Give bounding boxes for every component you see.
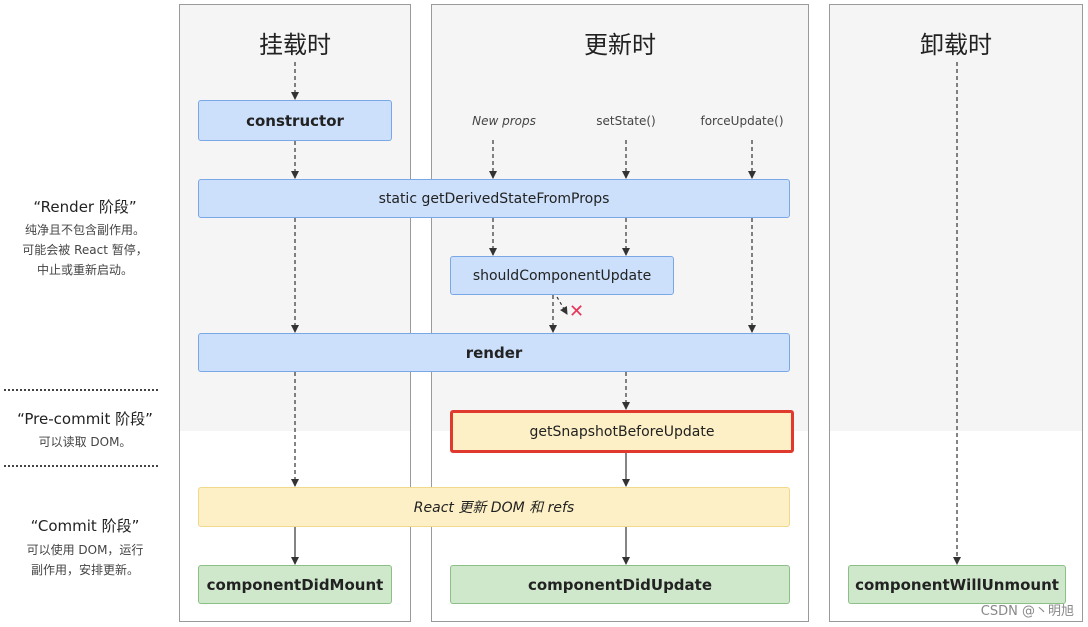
commit-phase-title: “Commit 阶段” — [30, 517, 140, 535]
unmount-column-title: 卸载时 — [920, 31, 992, 59]
mount-column-title: 挂载时 — [259, 31, 331, 59]
arrow — [556, 296, 568, 315]
update-column-title: 更新时 — [584, 31, 656, 59]
trigger-force-update: forceUpdate() — [700, 114, 784, 128]
get-snapshot-before-update-node: getSnapshotBeforeUpdate — [450, 410, 794, 453]
render-phase-area — [830, 5, 1082, 431]
phase-divider — [4, 465, 158, 467]
render-phase-desc-2: 可能会被 React 暂停， — [22, 243, 148, 257]
component-did-update-node: componentDidUpdate — [450, 565, 790, 604]
render-phase-desc-1: 纯净且不包含副作用。 — [24, 223, 145, 237]
commit-phase-desc-2: 副作用，安排更新。 — [30, 563, 139, 577]
cancel-icon: ✕ — [569, 301, 585, 322]
precommit-phase-title: “Pre-commit 阶段” — [17, 410, 153, 428]
component-did-mount-node: componentDidMount — [198, 565, 392, 604]
watermark: CSDN @丶明旭 — [980, 604, 1074, 619]
commit-phase-desc-1: 可以使用 DOM，运行 — [26, 543, 144, 557]
precommit-phase-desc-1: 可以读取 DOM。 — [38, 435, 132, 449]
get-derived-state-node: static getDerivedStateFromProps — [198, 179, 790, 218]
render-node: render — [198, 333, 790, 372]
trigger-new-props: New props — [472, 114, 536, 128]
render-phase-title: “Render 阶段” — [33, 198, 137, 216]
react-update-dom-node: React 更新 DOM 和 refs — [198, 487, 790, 527]
constructor-node: constructor — [198, 100, 392, 141]
should-component-update-node: shouldComponentUpdate — [450, 256, 674, 295]
component-will-unmount-node: componentWillUnmount — [848, 565, 1066, 604]
unmount-column: 卸载时 — [829, 4, 1083, 622]
trigger-set-state: setState() — [596, 114, 656, 128]
phase-divider — [4, 389, 158, 391]
render-phase-desc-3: 中止或重新启动。 — [36, 263, 133, 277]
